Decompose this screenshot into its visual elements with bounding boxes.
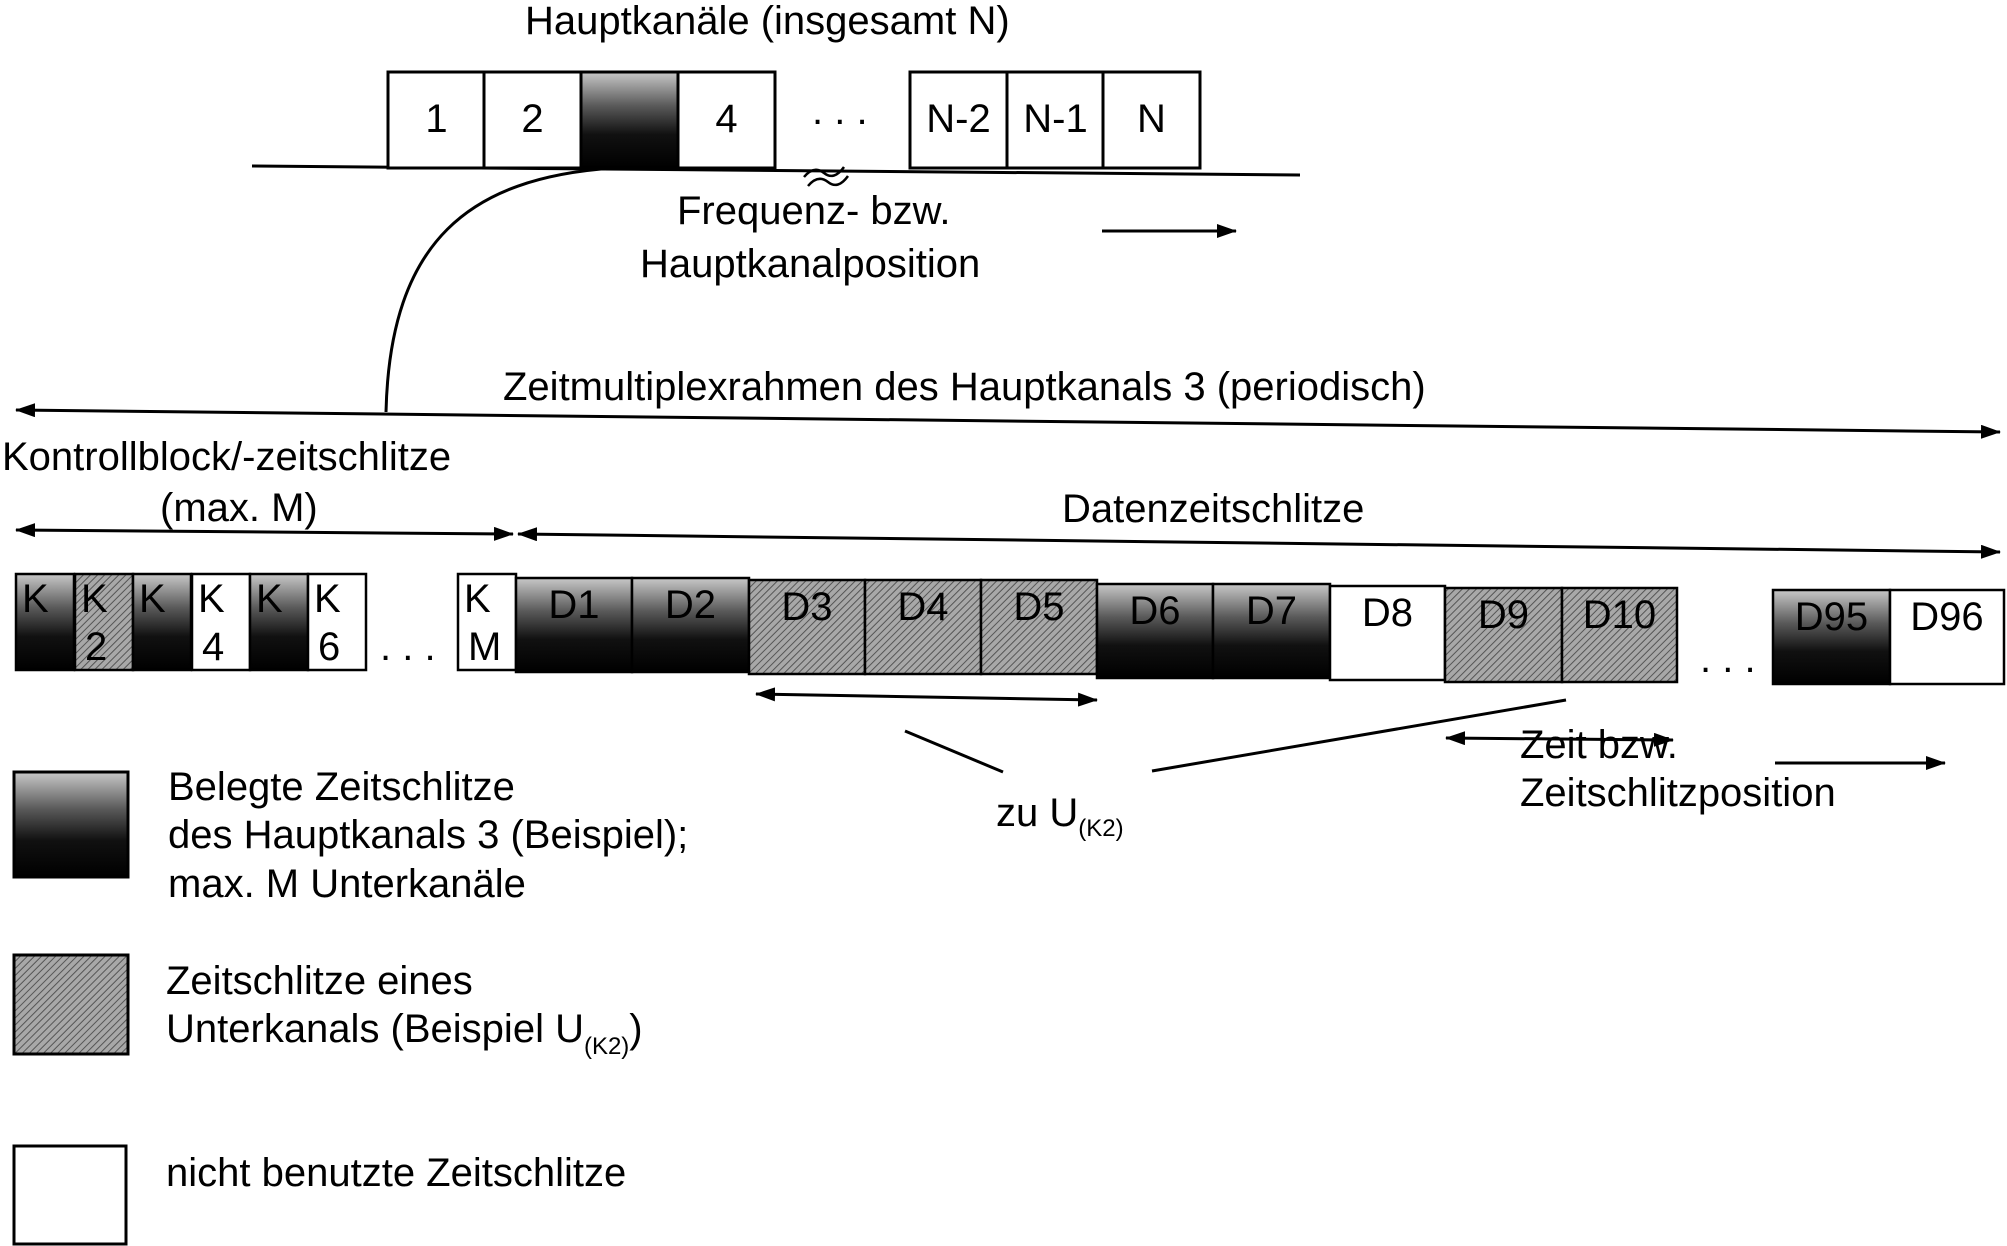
control-slot-label-top: K bbox=[464, 577, 491, 621]
legend-subchannel-line2-text: Unterkanals (Beispiel U bbox=[166, 1007, 584, 1051]
main-channel-cell-label: 2 bbox=[521, 97, 543, 141]
data-slot-label: D5 bbox=[1013, 585, 1064, 629]
data-slot-label: D10 bbox=[1583, 593, 1656, 637]
legend-occupied-line2: des Hauptkanals 3 (Beispiel); bbox=[168, 813, 688, 857]
legend-subchannel-line2: Unterkanals (Beispiel U(K2)) bbox=[166, 1007, 643, 1060]
data-span-arrow bbox=[518, 534, 2000, 552]
frequency-axis-label-line1: Frequenz- bzw. bbox=[677, 189, 950, 233]
data-ellipsis: . . . bbox=[1700, 637, 1756, 681]
control-slot-label-top: K bbox=[81, 577, 108, 621]
subchannel-annotation-sub: (K2) bbox=[1078, 815, 1123, 842]
data-slot-label: D1 bbox=[548, 583, 599, 627]
main-channel-cells: 1 2 4 N-2 N-1 N bbox=[388, 72, 1200, 168]
control-slot-label-bottom: 4 bbox=[202, 625, 224, 669]
data-slot-label: D7 bbox=[1246, 589, 1297, 633]
legend-swatch-free bbox=[14, 1146, 126, 1244]
control-slot-label-top: K bbox=[314, 577, 341, 621]
main-channel-cell-label: 4 bbox=[715, 97, 737, 141]
frame-span-arrow bbox=[16, 410, 2000, 432]
control-block-label-line1: Kontrollblock/-zeitschlitze bbox=[2, 435, 451, 479]
subchannel-span-arrow-d3-d5 bbox=[756, 694, 1097, 700]
time-axis-label-line1: Zeit bzw. bbox=[1520, 723, 1678, 767]
data-slot-label: D4 bbox=[897, 585, 948, 629]
main-channel-cell-label: N bbox=[1137, 97, 1166, 141]
annotation-pointer-right bbox=[1152, 700, 1566, 771]
control-slot-label-top: K bbox=[198, 577, 225, 621]
data-slot-label: D6 bbox=[1129, 589, 1180, 633]
control-slot-label-top: K bbox=[256, 577, 283, 621]
legend-free-line1: nicht benutzte Zeitschlitze bbox=[166, 1151, 626, 1195]
data-slot-cells: D1 D2 D3 D4 D5 D6 D7 D8 D9 D10 D95 D96 bbox=[516, 578, 2004, 684]
frequency-axis-label-line2: Hauptkanalposition bbox=[640, 242, 980, 286]
time-axis-label-line2: Zeitschlitzposition bbox=[1520, 771, 1836, 815]
main-channel-cell-label: 1 bbox=[425, 97, 447, 141]
data-slot-label: D8 bbox=[1362, 591, 1413, 635]
data-slot-label: D95 bbox=[1795, 595, 1868, 639]
main-channel-cell bbox=[581, 72, 678, 168]
control-block-label-line2: (max. M) bbox=[160, 486, 318, 530]
main-channels-title: Hauptkanäle (insgesamt N) bbox=[525, 0, 1010, 43]
data-slot-label: D96 bbox=[1910, 595, 1983, 639]
control-slot-label-top: K bbox=[22, 577, 49, 621]
main-channel-cell-label: N-1 bbox=[1023, 97, 1087, 141]
control-slot-cells: KK2KK4KK6KM bbox=[16, 574, 516, 670]
legend-subchannel-line1: Zeitschlitze eines bbox=[166, 959, 473, 1003]
data-slot-label: D9 bbox=[1478, 593, 1529, 637]
legend-subchannel-tail: ) bbox=[629, 1007, 642, 1051]
control-slot-label-bottom: 6 bbox=[318, 625, 340, 669]
control-ellipsis: . . . bbox=[380, 625, 436, 669]
control-slot-label-bottom: 2 bbox=[85, 625, 107, 669]
data-slots-label: Datenzeitschlitze bbox=[1062, 487, 1364, 531]
legend-swatch-occupied bbox=[14, 772, 128, 877]
legend-occupied-line3: max. M Unterkanäle bbox=[168, 862, 526, 906]
subchannel-annotation-text: zu U bbox=[996, 791, 1078, 835]
main-channels-ellipsis: . . . bbox=[812, 89, 868, 133]
main-channel-cell-label: N-2 bbox=[926, 97, 990, 141]
control-slot-label-bottom: M bbox=[468, 625, 501, 669]
annotation-pointer-left bbox=[905, 731, 1003, 772]
data-slot-label: D3 bbox=[781, 585, 832, 629]
legend-occupied-line1: Belegte Zeitschlitze bbox=[168, 765, 515, 809]
control-span-arrow bbox=[16, 530, 513, 534]
frame-title: Zeitmultiplexrahmen des Hauptkanals 3 (p… bbox=[503, 365, 1426, 409]
legend-subchannel-sub: (K2) bbox=[584, 1033, 629, 1060]
data-slot-label: D2 bbox=[665, 583, 716, 627]
subchannel-annotation: zu U(K2) bbox=[996, 791, 1124, 842]
control-slot-label-top: K bbox=[139, 577, 166, 621]
legend-swatch-subchannel bbox=[14, 955, 128, 1054]
